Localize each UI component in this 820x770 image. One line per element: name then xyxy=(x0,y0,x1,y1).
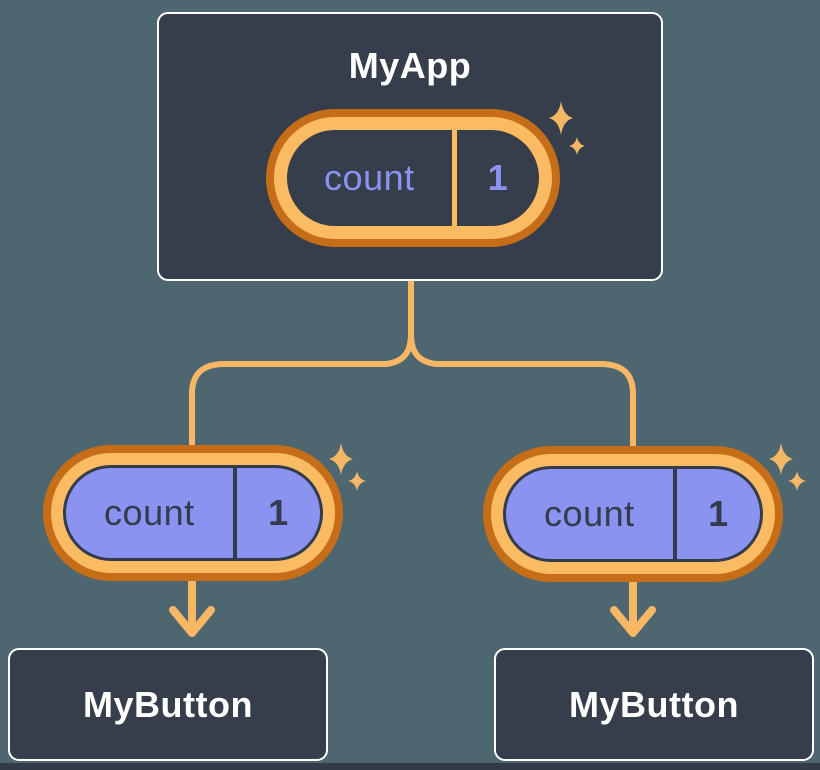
node-box-mybutton-left: MyButton xyxy=(8,648,328,761)
pill-divider xyxy=(232,468,237,558)
prop-pill-right: count 1 xyxy=(483,446,783,582)
sparkle-icon xyxy=(788,471,806,491)
bottom-edge-strip xyxy=(0,763,820,770)
node-title-myapp: MyApp xyxy=(348,45,472,86)
state-pill-label-segment: count xyxy=(287,130,452,226)
sparkle-icon xyxy=(348,471,366,491)
prop-pill-label-segment: count xyxy=(66,468,233,558)
pill-divider xyxy=(451,130,457,226)
prop-pill-label-segment: count xyxy=(506,469,673,559)
node-box-myapp: MyApp count 1 xyxy=(157,12,663,281)
node-box-mybutton-right: MyButton xyxy=(494,648,814,761)
node-title-mybutton-left: MyButton xyxy=(83,683,253,725)
state-pill-root: count 1 xyxy=(266,109,560,247)
prop-pill-value-segment: 1 xyxy=(237,468,320,558)
arrow-down-icon xyxy=(610,577,656,637)
connector-left-branch xyxy=(189,278,414,451)
prop-pill-value: 1 xyxy=(268,492,289,533)
prop-pill-label: count xyxy=(104,492,195,533)
prop-pill-value: 1 xyxy=(708,493,729,534)
prop-pill-left: count 1 xyxy=(43,445,343,581)
node-title-mybutton-right: MyButton xyxy=(569,683,739,725)
connector-right-branch xyxy=(408,278,636,451)
prop-pill-value-segment: 1 xyxy=(677,469,760,559)
arrow-down-icon xyxy=(169,577,215,637)
prop-pill-label: count xyxy=(544,493,635,534)
state-pill-label: count xyxy=(324,157,415,198)
state-pill-value-segment: 1 xyxy=(457,130,539,226)
sparkle-icon xyxy=(329,443,353,475)
state-pill-value: 1 xyxy=(487,157,509,198)
sparkle-icon xyxy=(769,443,793,475)
pill-divider xyxy=(672,469,677,559)
